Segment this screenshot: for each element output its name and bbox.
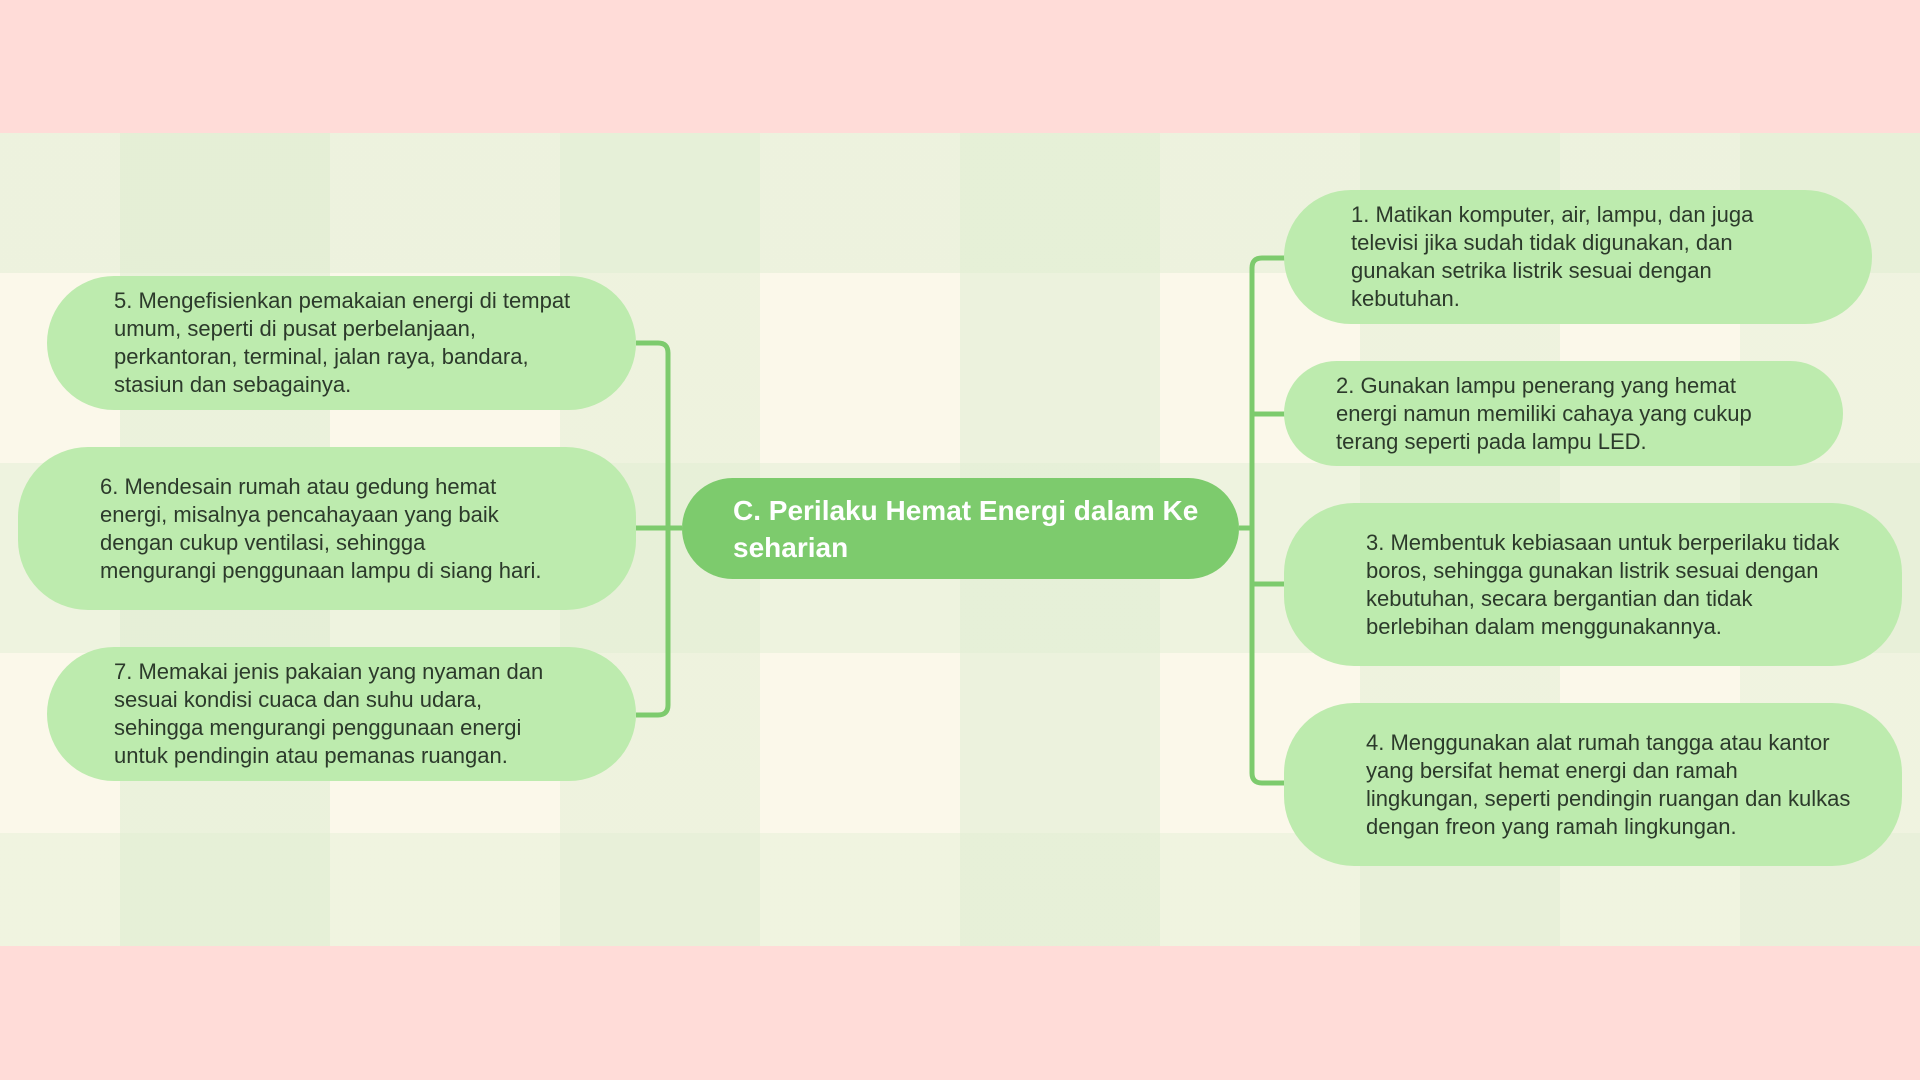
branch-node-7-label: 7. Memakai jenis pakaian yang nyaman dan… xyxy=(114,659,544,768)
left-connector-trunk xyxy=(636,340,682,718)
central-topic-node[interactable]: C. Perilaku Hemat Energi dalam Keseharia… xyxy=(682,478,1239,579)
branch-node-2[interactable]: 2. Gunakan lampu penerang yang hemat ene… xyxy=(1284,361,1843,466)
branch-node-4[interactable]: 4. Menggunakan alat rumah tangga atau ka… xyxy=(1284,703,1902,866)
branch-node-3-label: 3. Membentuk kebiasaan untuk berperilaku… xyxy=(1366,529,1840,639)
branch-node-6[interactable]: 6. Mendesain rumah atau gedung hemat ene… xyxy=(18,447,636,610)
central-topic-label: C. Perilaku Hemat Energi dalam Keseharia… xyxy=(733,494,1199,563)
right-connector-trunk xyxy=(1239,255,1288,786)
branch-node-1-label: 1. Matikan komputer, air, lampu, dan jug… xyxy=(1351,202,1754,311)
branch-node-5-label: 5. Mengefisienkan pemakaian energi di te… xyxy=(114,288,571,397)
branch-node-1[interactable]: 1. Matikan komputer, air, lampu, dan jug… xyxy=(1284,190,1872,324)
branch-node-5[interactable]: 5. Mengefisienkan pemakaian energi di te… xyxy=(47,276,636,410)
branch-node-7[interactable]: 7. Memakai jenis pakaian yang nyaman dan… xyxy=(47,647,636,781)
branch-node-6-label: 6. Mendesain rumah atau gedung hemat ene… xyxy=(100,473,542,583)
branch-node-2-label: 2. Gunakan lampu penerang yang hemat ene… xyxy=(1336,372,1752,454)
branch-node-4-label: 4. Menggunakan alat rumah tangga atau ka… xyxy=(1366,729,1851,839)
branch-node-3[interactable]: 3. Membentuk kebiasaan untuk berperilaku… xyxy=(1284,503,1902,666)
